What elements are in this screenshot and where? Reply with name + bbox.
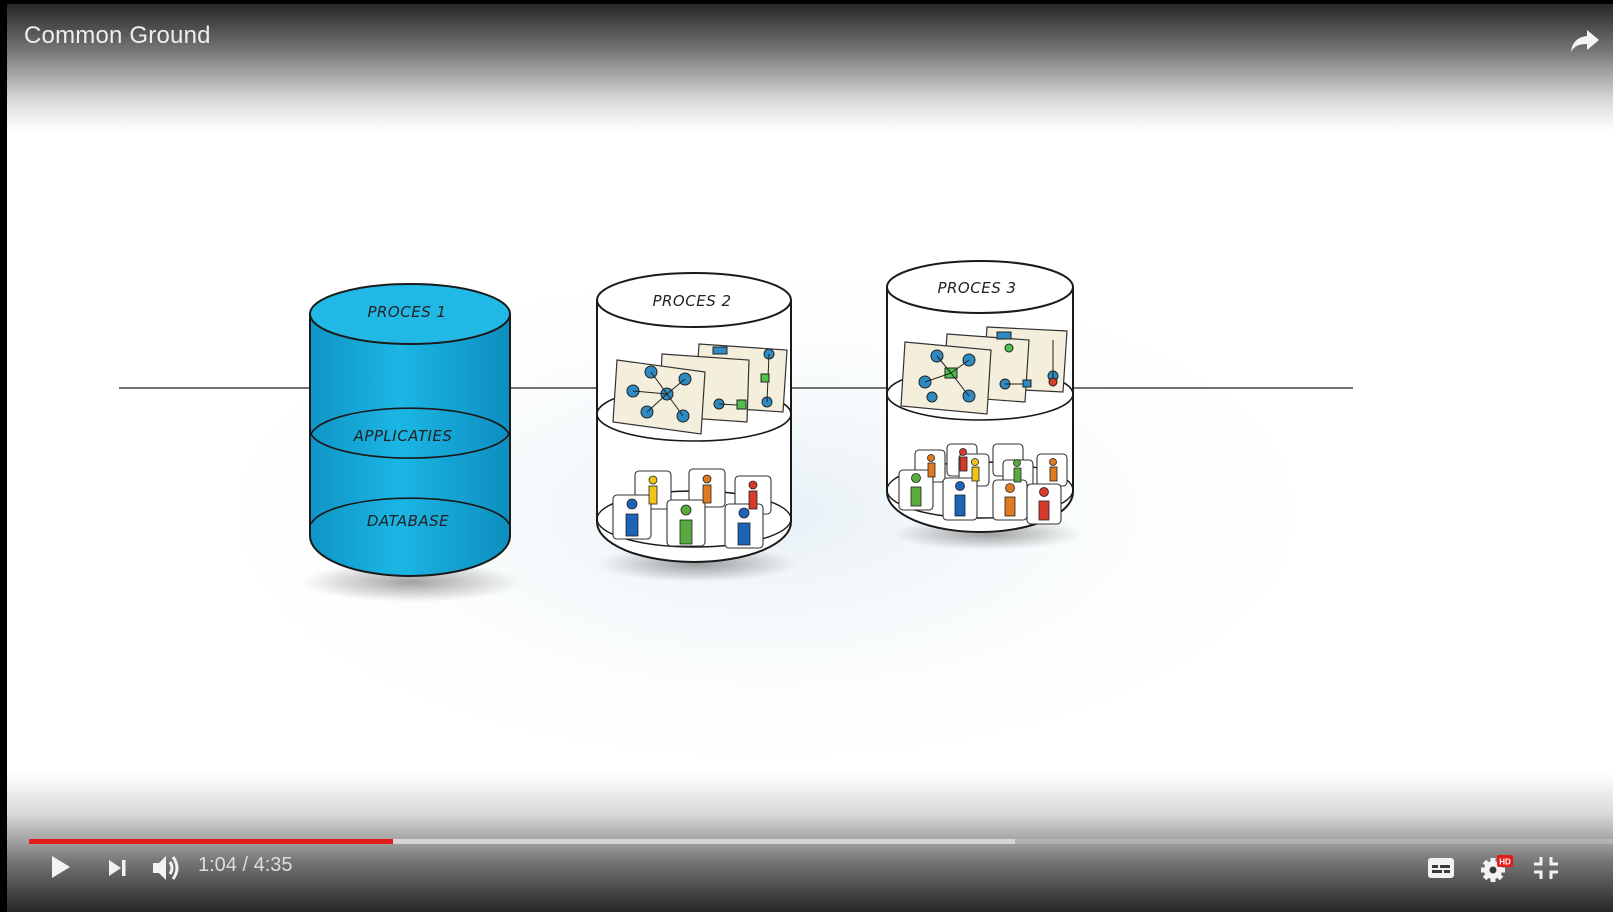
volume-button[interactable]: [149, 852, 183, 884]
cylinder-proces-3: PROCES 3: [886, 260, 1082, 550]
video-player[interactable]: PROCES 1 APPLICATIES DATABASE PROCES 2: [7, 4, 1613, 912]
video-frame: PROCES 1 APPLICATIES DATABASE PROCES 2: [119, 260, 1353, 799]
subtitles-icon: [1428, 858, 1454, 878]
process-diagram-sheets: [900, 326, 1068, 415]
process-diagram-sheets: [612, 343, 788, 435]
next-icon: [109, 860, 126, 876]
cylinder-proces-2: PROCES 2: [596, 272, 797, 582]
next-button[interactable]: [103, 854, 131, 882]
exit-fullscreen-icon: [1534, 857, 1558, 879]
subtitles-button[interactable]: [1425, 855, 1457, 881]
current-time: 1:04: [198, 854, 237, 876]
cylinder-1-layer-applications: APPLICATIES: [353, 427, 453, 445]
progress-bar[interactable]: [29, 839, 1613, 844]
gear-icon: HD: [1481, 855, 1513, 882]
time-separator: /: [236, 854, 254, 876]
video-title[interactable]: Common Ground: [24, 22, 211, 49]
data-figures: [910, 448, 1058, 521]
play-button[interactable]: [45, 852, 75, 882]
share-icon: [1571, 30, 1599, 52]
hd-badge: HD: [1499, 858, 1511, 867]
progress-played: [29, 839, 393, 844]
data-figures: [625, 474, 758, 546]
cylinder-proces-1: PROCES 1 APPLICATIES DATABASE: [301, 283, 521, 602]
exit-fullscreen-button[interactable]: [1531, 854, 1561, 882]
progress-buffered: [29, 839, 1015, 844]
share-button[interactable]: [1567, 22, 1603, 58]
cylinder-2-title: PROCES 2: [652, 292, 731, 310]
cylinder-1-layer-database: DATABASE: [367, 512, 449, 530]
time-display: 1:04 / 4:35: [198, 854, 293, 877]
settings-button[interactable]: HD: [1479, 852, 1515, 884]
total-time: 4:35: [253, 854, 293, 876]
top-overlay: Common Ground: [7, 4, 1613, 132]
volume-icon: [153, 856, 179, 880]
play-icon: [52, 856, 70, 878]
cylinder-1-title: PROCES 1: [367, 303, 446, 321]
cylinder-3-title: PROCES 3: [937, 279, 1016, 297]
